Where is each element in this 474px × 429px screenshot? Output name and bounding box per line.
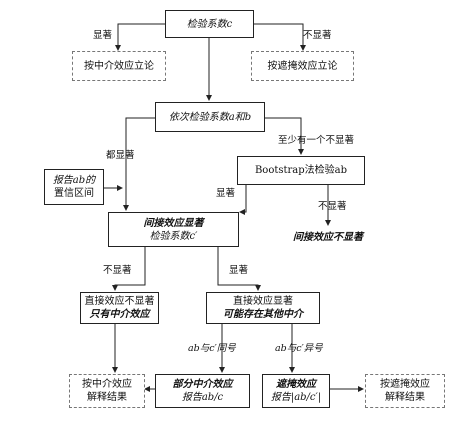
node-partial-line1: 部分中介效应 — [172, 379, 233, 390]
edge-label-c-prime-sig: 显著 — [229, 265, 249, 276]
node-mediation-explain-line1: 按中介效应 — [82, 379, 132, 390]
node-c-prime-line1: 间接效应显著 — [143, 217, 204, 229]
node-mediation-explain: 按中介效应 解释结果 — [69, 374, 145, 408]
node-test-ab: 依次检验系数a和b — [155, 102, 265, 132]
edge-label-bootstrap-sig: 显著 — [216, 188, 236, 199]
node-bootstrap: Bootstrap法检验ab — [237, 156, 365, 185]
node-suppress-line1: 遮掩效应 — [276, 379, 316, 390]
node-partial-line2: 报告ab/c — [181, 392, 224, 403]
node-mediation-theory-label: 按中介效应立论 — [84, 60, 154, 72]
node-no-indirect-label: 间接效应不显著 — [293, 231, 363, 243]
node-partial-mediation: 部分中介效应 报告ab/c — [155, 374, 250, 408]
node-mediation-explain-line2: 解释结果 — [87, 392, 127, 403]
node-suppression-theory-label: 按遮掩效应立论 — [267, 60, 338, 72]
node-mediation-theory: 按中介效应立论 — [72, 51, 166, 81]
edge-label-same-sign: ab与c′同号 — [188, 343, 236, 354]
node-report-ci: 报告ab的 置信区间 — [44, 169, 104, 205]
node-no-indirect: 间接效应不显著 — [283, 228, 373, 246]
node-suppress-line2: 报告|ab/c′| — [270, 392, 322, 403]
node-test-ab-label: 依次检验系数a和b — [168, 111, 252, 123]
edge-label-significant: 显著 — [93, 30, 113, 41]
edge-label-diff-sign: ab与c′异号 — [275, 343, 323, 354]
node-direct-sig-line2: 可能存在其他中介 — [223, 309, 303, 320]
node-direct-nonsig: 直接效应不显著 只有中介效应 — [80, 292, 159, 324]
node-suppression: 遮掩效应 报告|ab/c′| — [262, 374, 330, 408]
node-suppression-explain-line1: 按遮掩效应 — [380, 379, 430, 390]
edge-label-both-significant: 都显著 — [106, 150, 135, 161]
node-c-prime: 间接效应显著 检验系数c′ — [108, 212, 239, 247]
node-direct-nonsig-line2: 只有中介效应 — [89, 309, 150, 320]
node-direct-sig: 直接效应显著 可能存在其他中介 — [206, 292, 320, 324]
node-suppression-explain-line2: 解释结果 — [385, 392, 425, 403]
node-report-ci-line1: 报告ab的 — [52, 175, 96, 186]
edge-label-bootstrap-nonsig: 不显著 — [318, 201, 347, 212]
node-direct-nonsig-line1: 直接效应不显著 — [84, 296, 155, 307]
node-report-ci-line2: 置信区间 — [54, 188, 94, 199]
edge-label-not-significant: 不显著 — [303, 30, 332, 41]
node-direct-sig-line1: 直接效应显著 — [233, 296, 293, 307]
node-test-c-label: 检验系数c — [186, 18, 233, 30]
node-suppression-theory: 按遮掩效应立论 — [251, 51, 354, 81]
node-c-prime-line2: 检验系数c′ — [149, 230, 198, 242]
node-suppression-explain: 按遮掩效应 解释结果 — [365, 374, 445, 408]
edge-label-c-prime-nonsig: 不显著 — [103, 265, 132, 276]
node-test-c: 检验系数c — [165, 10, 254, 38]
node-bootstrap-label: Bootstrap法检验ab — [254, 165, 348, 176]
edge-label-at-least-one-nonsig: 至少有一个不显著 — [278, 135, 355, 146]
